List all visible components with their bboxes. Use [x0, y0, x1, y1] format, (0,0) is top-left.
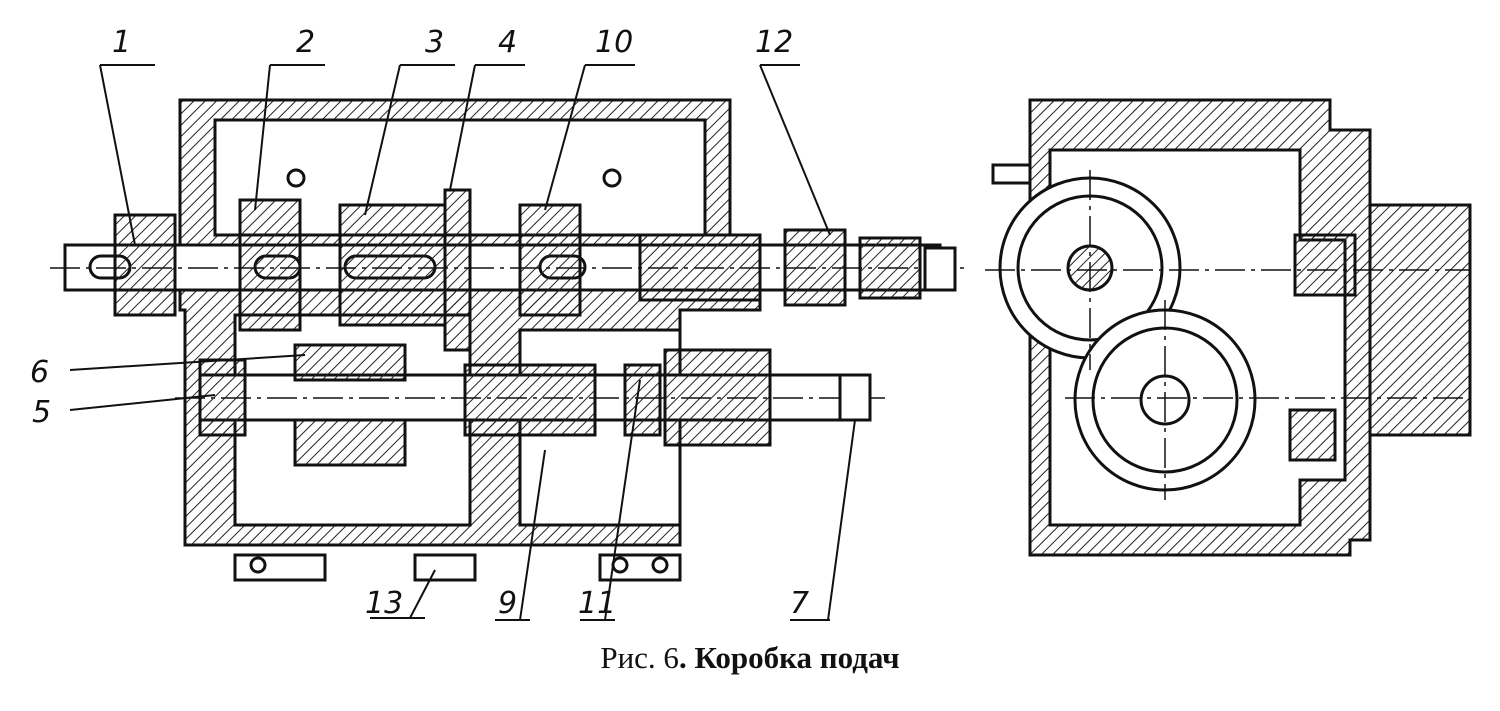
upper-shaft [50, 188, 965, 352]
label-11: 11 [578, 586, 616, 621]
label-7: 7 [790, 586, 809, 621]
label-1: 1 [112, 25, 131, 60]
right-housing [985, 98, 1472, 557]
label-9: 9 [498, 586, 517, 621]
leader-lines [69, 64, 856, 621]
label-2: 2 [296, 25, 315, 60]
caption-prefix: Рис. 6 [600, 640, 679, 675]
figure-caption: Рис. 6. Коробка подач [0, 640, 1500, 676]
label-5: 5 [32, 395, 51, 430]
label-10: 10 [595, 25, 633, 60]
label-6: 6 [30, 355, 49, 390]
label-4: 4 [498, 25, 517, 60]
label-3: 3 [425, 25, 444, 60]
lower-shaft [175, 343, 885, 467]
label-13: 13 [365, 586, 403, 621]
part-labels: 1 2 3 4 10 12 6 5 13 9 11 7 [30, 25, 809, 621]
caption-title: . Коробка подач [678, 640, 900, 675]
label-12: 12 [755, 25, 793, 60]
